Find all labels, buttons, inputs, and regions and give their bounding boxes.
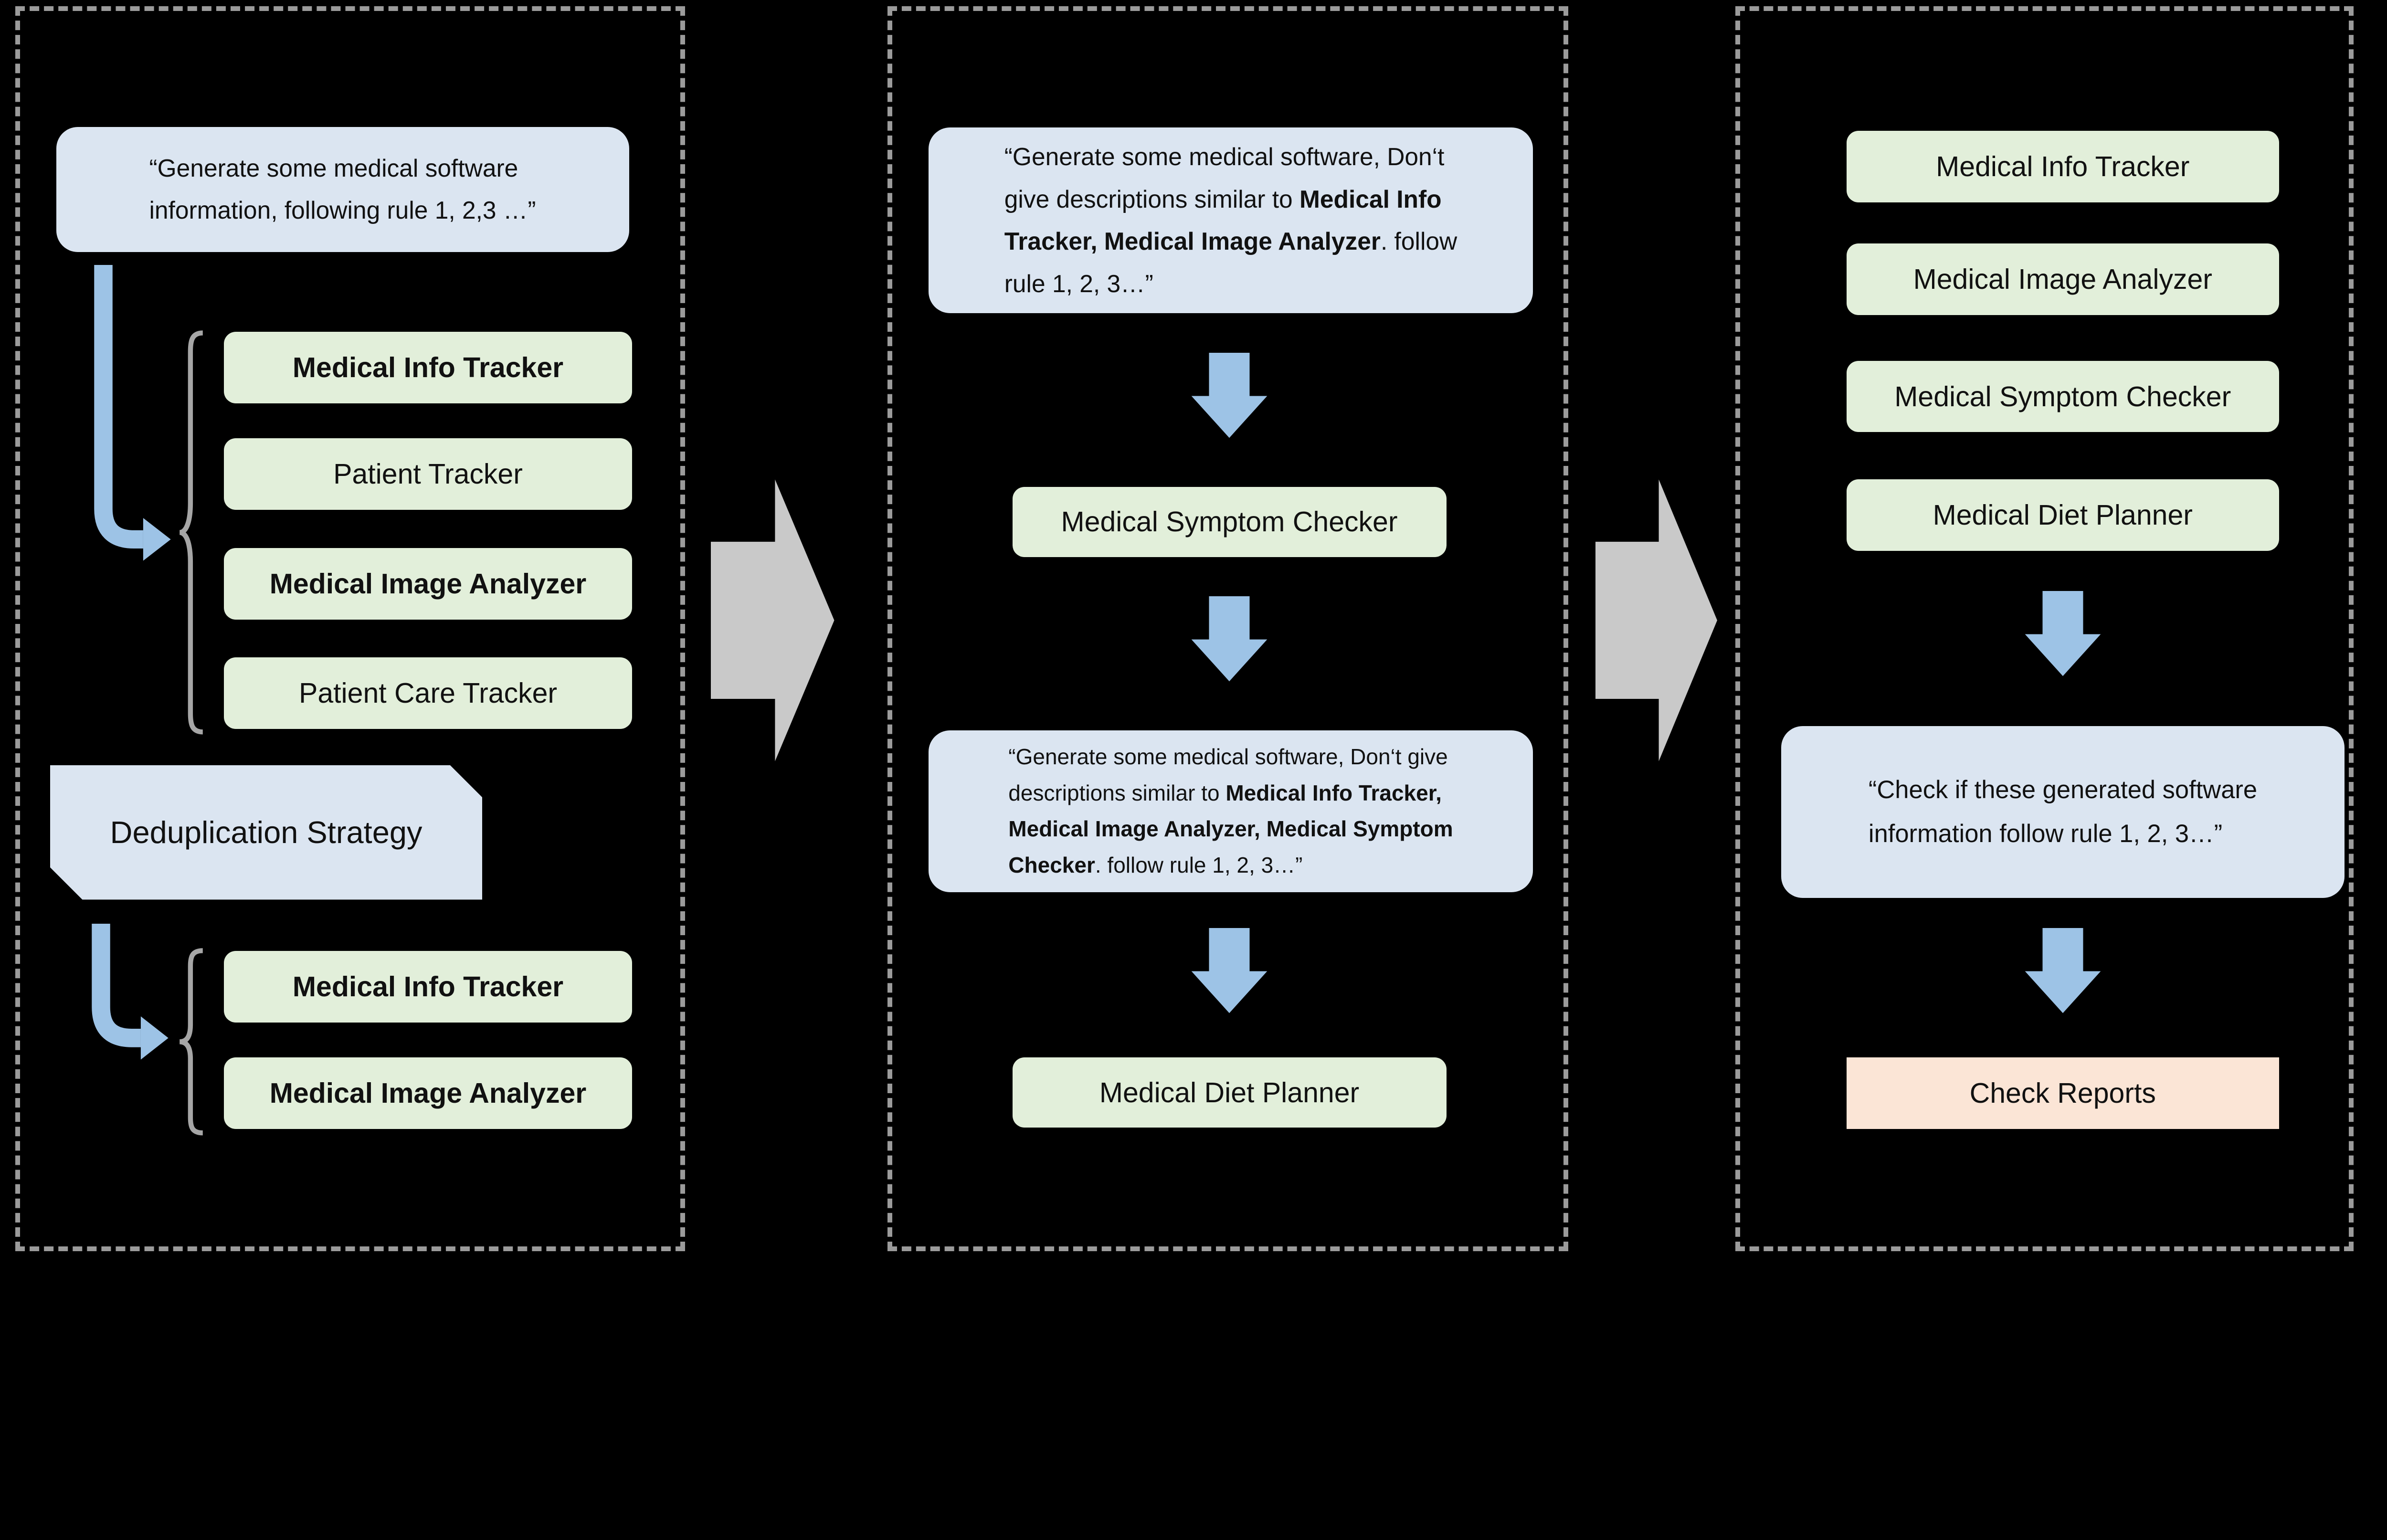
deduplication-strategy-box: Deduplication Strategy [50, 765, 482, 900]
stage3-panel [1735, 6, 2354, 1252]
curly-brace-icon [179, 948, 203, 1136]
right-block-arrow-icon [1595, 479, 1717, 761]
software-label: Medical Symptom Checker [1894, 380, 2231, 412]
down-arrow-icon [2025, 928, 2101, 1013]
final-software-box: Medical Info Tracker [1847, 131, 2279, 203]
final-software-box: Medical Image Analyzer [1847, 243, 2279, 316]
software-label: Medical Image Analyzer [1913, 264, 2212, 295]
deduplication-strategy-label: Deduplication Strategy [110, 815, 422, 850]
software-box: Medical Info Tracker [224, 332, 632, 403]
iterative-prompt-text-1: “Generate some medical software, Don‘t g… [1004, 143, 1458, 298]
stage1-panel [15, 6, 685, 1252]
elbow-arrow-icon [94, 264, 171, 561]
software-label: Patient Tracker [333, 458, 523, 490]
software-label: Medical Info Tracker [1936, 151, 2190, 183]
right-block-arrow-icon [711, 479, 834, 761]
check-prompt-box: “Check if these generated software infor… [1781, 726, 2345, 898]
stage2-panel [887, 6, 1568, 1252]
check-prompt-text: “Check if these generated software infor… [1868, 775, 2258, 848]
down-arrow-icon [1191, 928, 1267, 1013]
dedup-kept-box: Medical Image Analyzer [224, 1057, 632, 1129]
software-label: Medical Info Tracker [292, 351, 564, 383]
software-label: Medical Image Analyzer [269, 1077, 587, 1109]
final-software-box: Medical Symptom Checker [1847, 360, 2279, 432]
check-reports-box: Check Reports [1847, 1057, 2279, 1129]
iterative-prompt-box-2: “Generate some medical software, Don‘t g… [929, 730, 1533, 892]
software-label: Medical Diet Planner [1933, 499, 2193, 531]
software-box: Patient Care Tracker [224, 657, 632, 729]
generated-software-box: Medical Symptom Checker [1012, 487, 1447, 557]
elbow-arrow-icon [91, 924, 169, 1060]
down-arrow-icon [1191, 352, 1267, 438]
software-label: Medical Image Analyzer [269, 568, 587, 600]
software-label: Medical Symptom Checker [1061, 506, 1398, 538]
iterative-prompt-box-1: “Generate some medical software, Don‘t g… [929, 127, 1533, 313]
software-label: Medical Diet Planner [1099, 1076, 1360, 1108]
initial-prompt-text: “Generate some medical software informat… [149, 154, 536, 224]
dedup-kept-box: Medical Info Tracker [224, 951, 632, 1023]
down-arrow-icon [1191, 596, 1267, 682]
initial-prompt-box: “Generate some medical software informat… [56, 127, 629, 253]
software-box: Medical Image Analyzer [224, 548, 632, 620]
final-software-box: Medical Diet Planner [1847, 479, 2279, 551]
software-box: Patient Tracker [224, 438, 632, 510]
iterative-prompt-text-2: “Generate some medical software, Don‘t g… [1008, 744, 1453, 877]
down-arrow-icon [2025, 591, 2101, 676]
diagram-canvas: “Generate some medical software informat… [15, 6, 2354, 1252]
software-label: Patient Care Tracker [298, 677, 558, 709]
generated-software-box: Medical Diet Planner [1012, 1057, 1447, 1128]
curly-brace-icon [179, 330, 203, 735]
software-label: Medical Info Tracker [292, 971, 564, 1003]
check-reports-label: Check Reports [1969, 1077, 2156, 1109]
